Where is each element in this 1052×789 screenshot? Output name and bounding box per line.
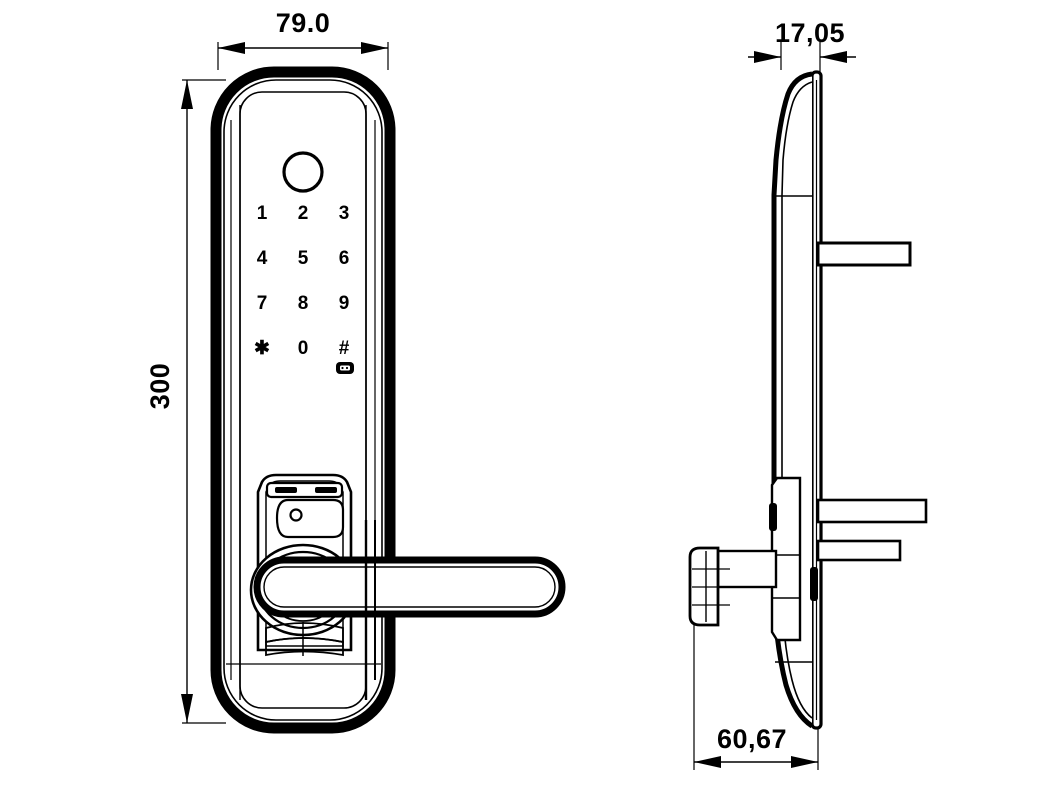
lever-handle-inner <box>263 566 556 608</box>
dimension-label-thickness: 17,05 <box>775 18 845 48</box>
fingerprint-sensor-icon[interactable] <box>282 151 324 193</box>
upper-spindle-bar <box>816 241 912 267</box>
keypad-key-1[interactable]: 1 <box>257 203 268 224</box>
escutcheon-band-lower <box>265 637 344 657</box>
keypad-key-8[interactable]: 8 <box>298 293 309 314</box>
dimension-label-depth: 60,67 <box>717 724 787 754</box>
dimension-width-79 <box>217 42 389 70</box>
faceplate-outline <box>210 66 396 734</box>
keypad-key-star[interactable]: ✱ <box>254 338 270 359</box>
keypad-key-3[interactable]: 3 <box>339 203 350 224</box>
key-cylinder-hole <box>289 508 303 522</box>
key-cylinder <box>275 498 345 539</box>
keypad-key-0[interactable]: 0 <box>298 338 309 359</box>
side-escutcheon-block <box>770 476 802 642</box>
dimension-height-300 <box>181 79 226 724</box>
dimension-label-height: 300 <box>145 363 175 410</box>
keypad-key-9[interactable]: 9 <box>339 293 350 314</box>
escutcheon-outline <box>256 473 353 652</box>
side-view <box>688 70 928 730</box>
card-reader-contact-right <box>315 487 337 493</box>
keypad-key-6[interactable]: 6 <box>339 248 350 269</box>
dimension-thickness-1705 <box>748 42 856 82</box>
faceplate-inner-edge <box>223 79 383 721</box>
keypad-key-hash[interactable]: # <box>339 338 350 359</box>
keypad-key-4[interactable]: 4 <box>257 248 268 269</box>
dimension-label-width: 79.0 <box>276 8 331 38</box>
front-view: 1 2 3 4 5 6 7 8 9 ✱ 0 # <box>210 66 566 734</box>
card-reader-contact-left <box>275 487 297 493</box>
lever-handle[interactable] <box>253 556 566 618</box>
latch-bar <box>816 539 902 562</box>
keypad-key-2[interactable]: 2 <box>298 203 309 224</box>
keypad-panel[interactable]: 1 2 3 4 5 6 7 8 9 ✱ 0 # <box>254 203 350 359</box>
side-button-upper[interactable] <box>769 503 777 531</box>
lower-spindle-bar <box>816 498 928 524</box>
keypad-key-5[interactable]: 5 <box>298 248 309 269</box>
side-button-lower[interactable] <box>810 567 818 601</box>
card-reader-slot <box>265 481 344 499</box>
keypad-key-7[interactable]: 7 <box>257 293 268 314</box>
backspace-icon[interactable] <box>336 362 354 374</box>
